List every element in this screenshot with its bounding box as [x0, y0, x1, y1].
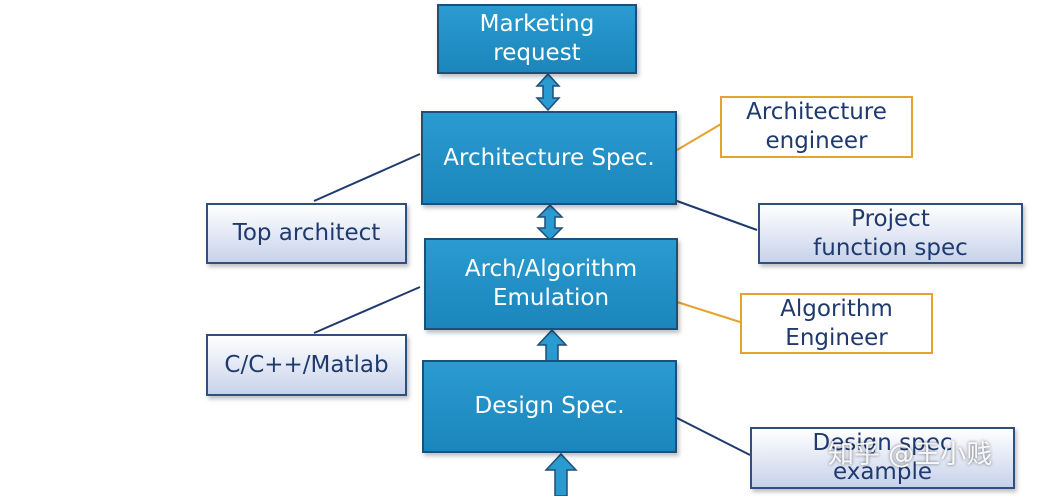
- marketing-request-box: Marketing request: [437, 4, 637, 74]
- architecture-engineer-box: Architecture engineer: [720, 96, 913, 158]
- connector-architecture-engineer: [676, 123, 722, 151]
- design-spec-box: Design Spec.: [422, 360, 677, 453]
- connector-top-architect: [313, 153, 421, 202]
- design-spec-example-box: Design spec example: [750, 427, 1015, 489]
- watermark-text: 知乎 @王小贱: [828, 440, 993, 470]
- arch-algorithm-emulation-box: Arch/Algorithm Emulation: [424, 238, 678, 330]
- up-arrow-icon: [544, 452, 578, 496]
- architecture-spec-box: Architecture Spec.: [421, 111, 677, 205]
- algorithm-engineer-box: Algorithm Engineer: [740, 293, 933, 354]
- double-arrow-icon: [536, 203, 564, 242]
- connector-design-spec-example: [676, 417, 751, 456]
- project-function-spec-box: Project function spec: [758, 203, 1023, 264]
- connector-tools: [313, 286, 421, 334]
- connector-algorithm-engineer: [676, 301, 741, 323]
- tools-box: C/C++/Matlab: [206, 334, 407, 396]
- connector-project-function-spec: [676, 200, 758, 231]
- double-arrow-icon: [535, 72, 561, 112]
- top-architect-box: Top architect: [206, 203, 407, 264]
